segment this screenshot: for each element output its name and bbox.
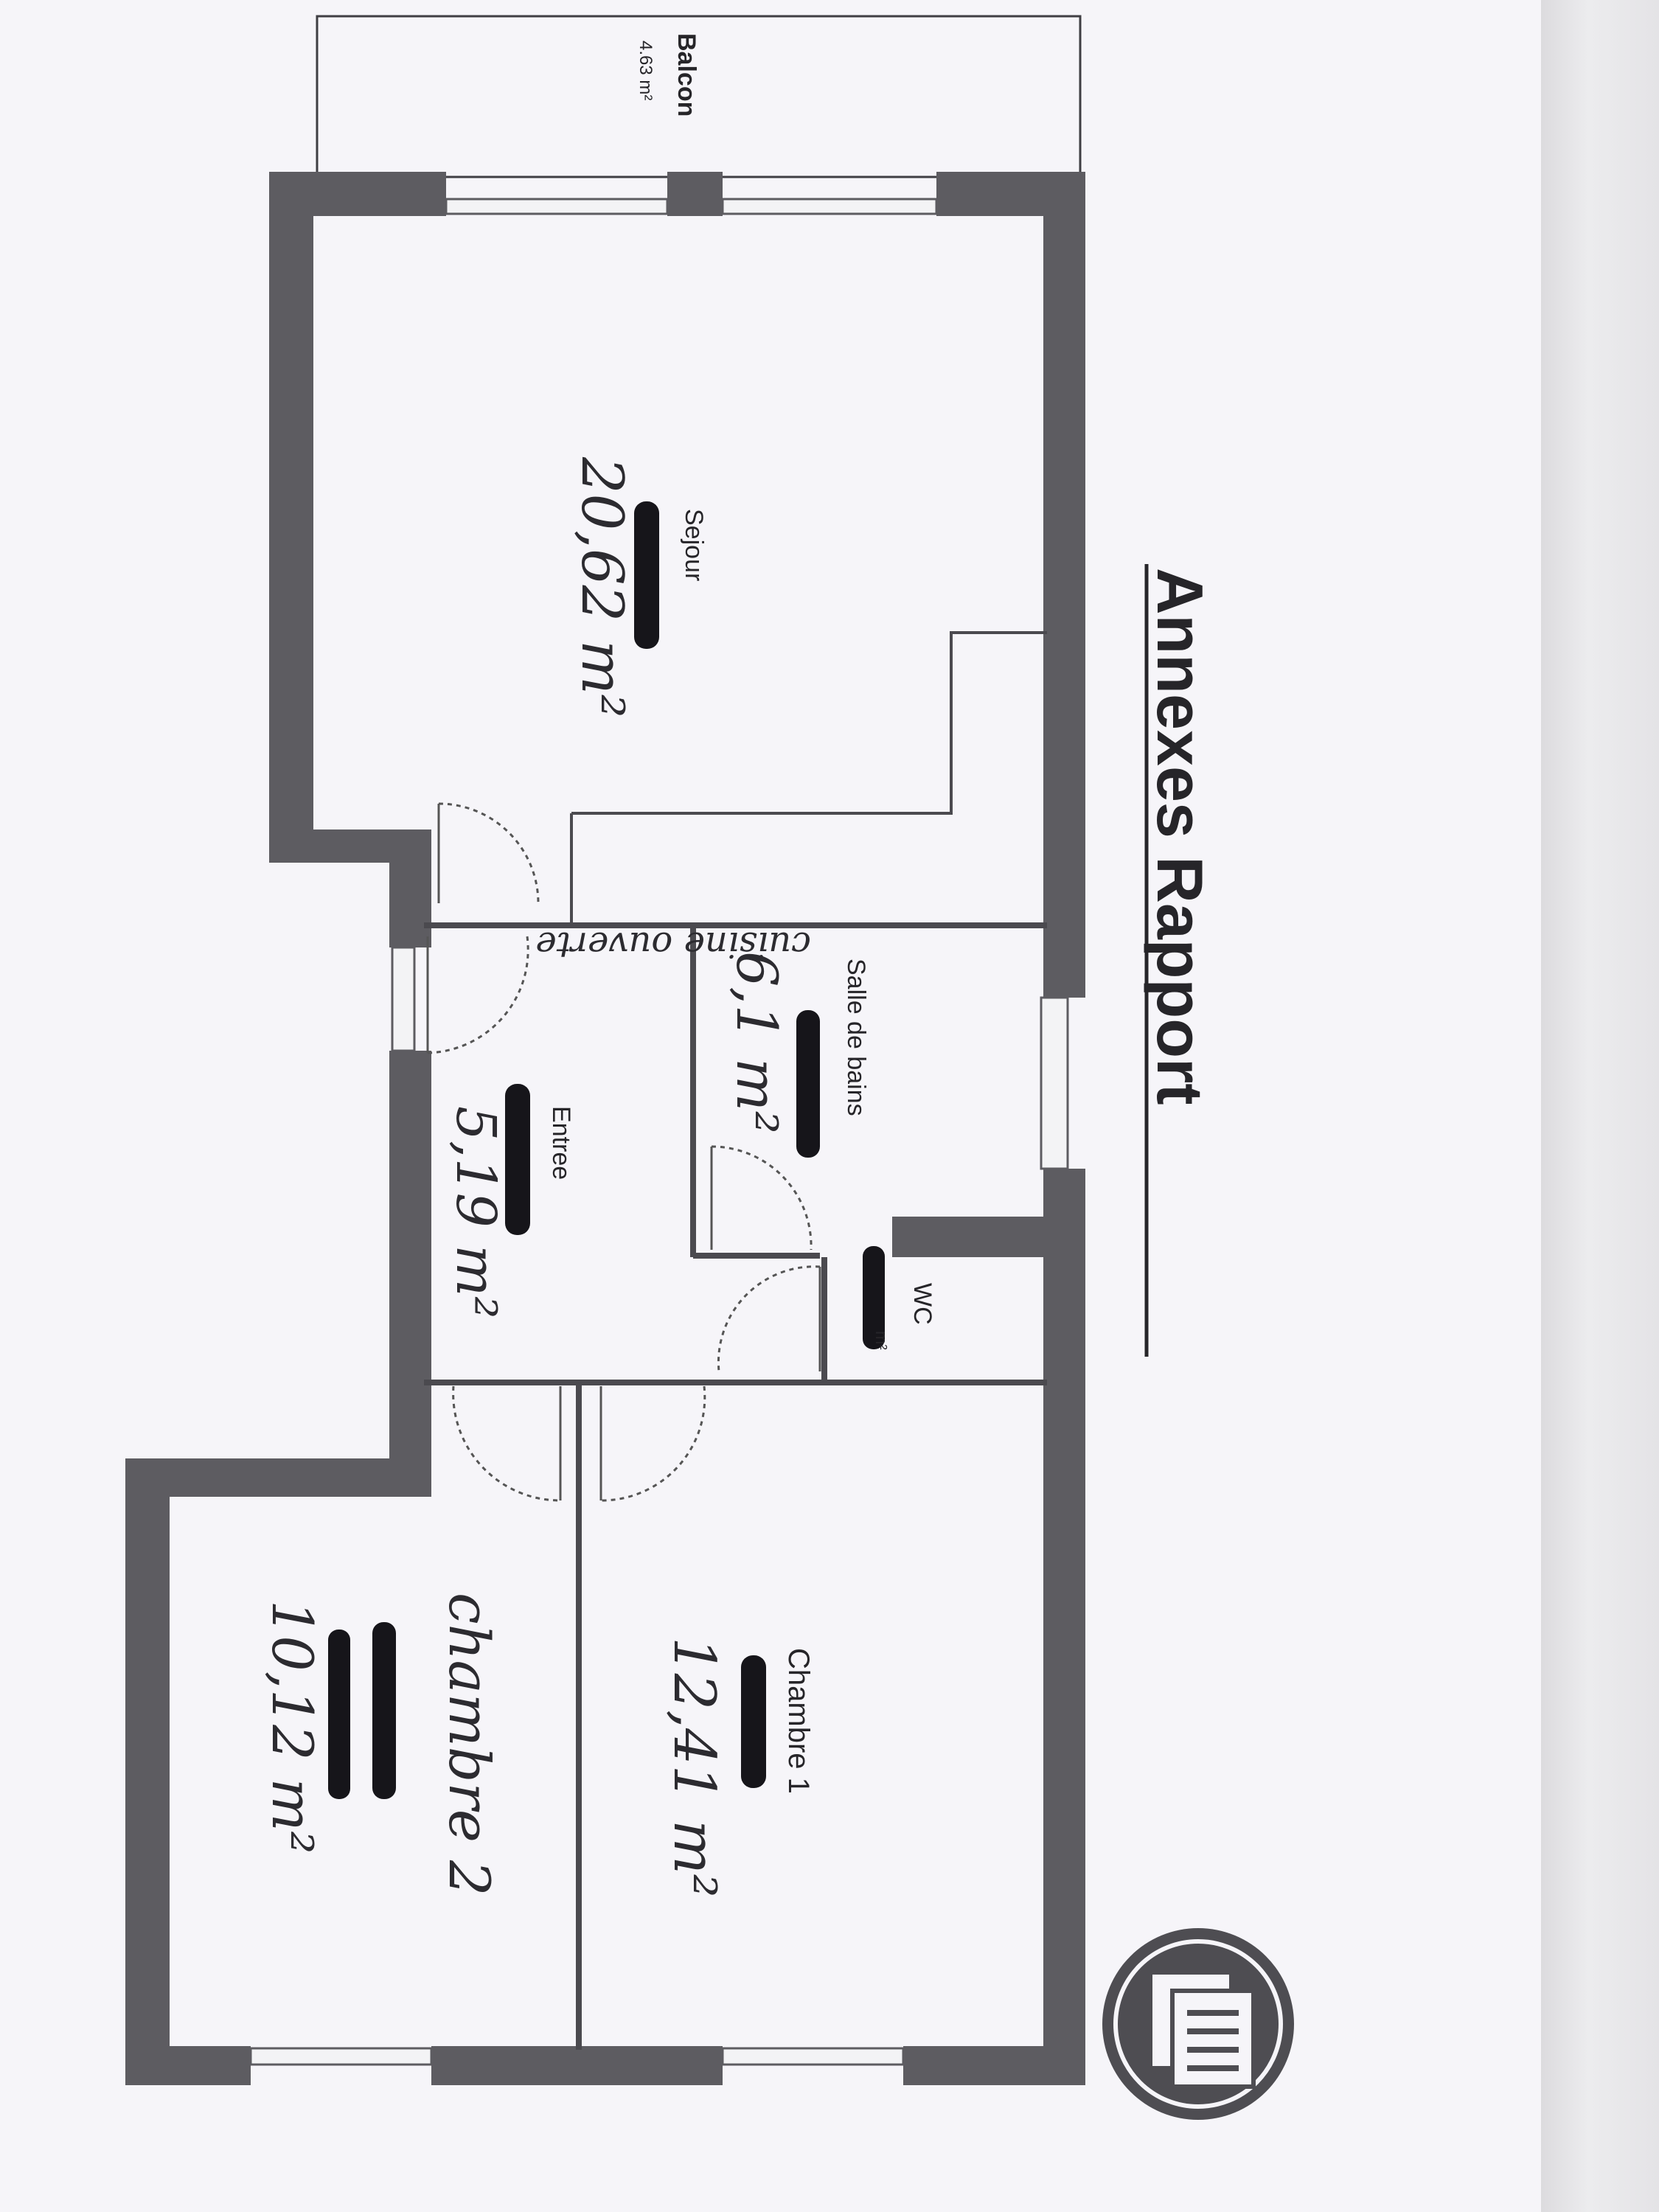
balcon-label: Balcon <box>672 33 700 116</box>
interior-partitions <box>424 631 1047 2050</box>
salle-de-bains-area: 6,1 m² <box>724 951 790 1134</box>
windows <box>249 198 1069 2066</box>
chambre2-label: chambre 2 <box>437 1593 502 1896</box>
doors <box>426 802 821 1502</box>
exterior-walls <box>125 172 1085 2085</box>
redaction-mark <box>741 1655 766 1788</box>
background-surface <box>1541 0 1659 2212</box>
balcon-area: 4.63 m² <box>636 41 655 100</box>
sejour-area: 20,62 m² <box>568 456 635 717</box>
salle-de-bains-label: Salle de bains <box>842 959 870 1116</box>
document-stack-icon <box>1102 1928 1294 2120</box>
redaction-mark <box>505 1084 530 1235</box>
sejour-label: Sejour <box>680 509 708 581</box>
chambre2-area: 10,12 m² <box>260 1600 325 1854</box>
redaction-mark <box>863 1246 885 1349</box>
chambre1-area: 12,41 m² <box>661 1637 727 1897</box>
redaction-mark <box>372 1622 396 1799</box>
redaction-mark <box>328 1630 350 1799</box>
page-title: Annexes Rapport <box>1144 568 1217 1105</box>
paper-sheet <box>0 0 1541 2212</box>
entree-label: Entree <box>547 1106 575 1180</box>
redaction-mark <box>796 1010 820 1158</box>
wc-unit: m² <box>872 1331 891 1350</box>
cuisine-label: cuisine ouverte <box>535 924 811 965</box>
chambre1-label: Chambre 1 <box>782 1648 815 1794</box>
entree-area: 5,19 m² <box>444 1106 507 1318</box>
wc-label: WC <box>908 1283 936 1325</box>
redaction-mark <box>634 501 659 649</box>
